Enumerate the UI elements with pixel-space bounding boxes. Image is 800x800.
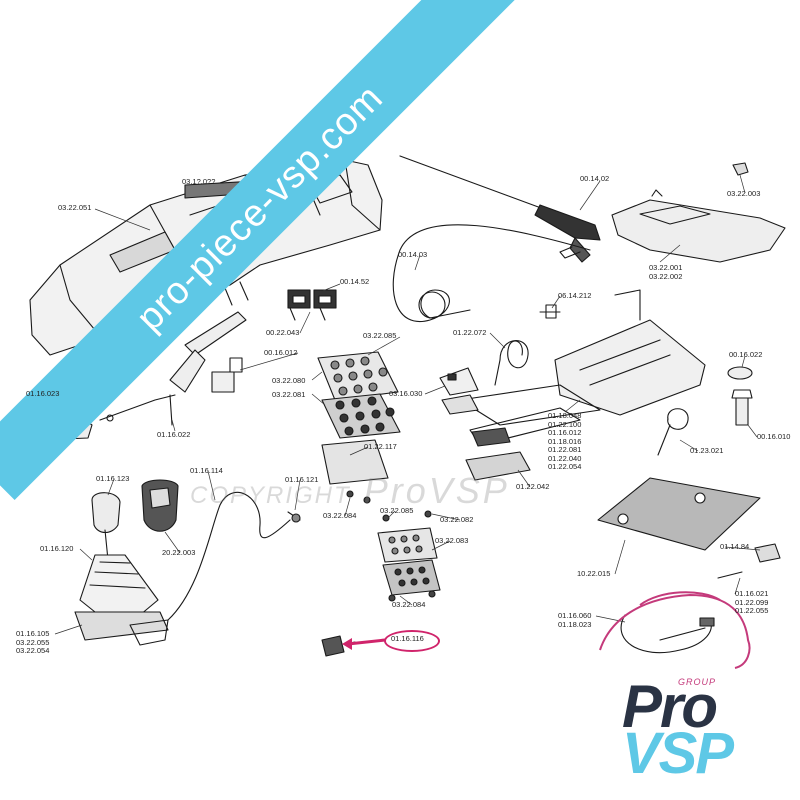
screw-3 [382, 514, 390, 522]
logo-group-text: GROUP [678, 677, 717, 687]
small-switch [211, 357, 243, 393]
gear-knob [141, 479, 179, 532]
part-label-l27: 03.22.085 [380, 506, 414, 515]
part-label-l23: 01.16.123 [96, 474, 130, 483]
part-label-l38: 01.16.105 03.22.055 03.22.054 [16, 629, 50, 655]
part-label-l1: 03.22.051 [58, 203, 92, 212]
part-label-l24: 01.16.114 [190, 466, 223, 475]
part-label-l29: 03.22.082 [440, 515, 474, 524]
floor-mat [597, 477, 761, 551]
part-label-l9: 00.22.043 [266, 328, 300, 337]
part-label-l4: 03.22.003 [727, 189, 761, 198]
bolt-part [539, 304, 561, 319]
part-label-l15: 03.22.081 [272, 390, 306, 399]
part-label-l35: 01.16.021 01.22.099 01.22.055 [735, 589, 769, 615]
part-label-l10: 03.22.085 [363, 331, 397, 340]
part-label-l32: 03.22.083 [435, 536, 469, 545]
screw-2 [363, 496, 371, 504]
logo-vsp-text: VSP [622, 721, 734, 786]
part-label-l6: 00.14.52 [340, 277, 370, 286]
part-label-l22: 01.23.021 [690, 446, 724, 455]
part-label-l37: 01.16.060 01.18.023 [558, 611, 592, 629]
part-label-l21: 01.22.117 [364, 442, 397, 451]
part-label-l13: 00.16.022 [729, 350, 763, 359]
lower-pedal-pad [377, 527, 441, 596]
screw-5 [388, 594, 396, 602]
part-label-l34: 10.22.015 [577, 569, 611, 578]
part-label-l12: 00.16.012 [264, 348, 298, 357]
part-label-l36: 03.22.084 [392, 600, 426, 609]
sensor-switch [731, 389, 753, 426]
part-label-l19: 00.16.010 [757, 432, 791, 441]
small-pedal [439, 367, 479, 396]
car-outline-logo [599, 591, 751, 669]
watermark-copyright: COPYRIGHT [190, 482, 351, 509]
visor-clip [732, 162, 749, 176]
part-label-l17: 03.16.030 [389, 389, 423, 398]
antenna-cable [392, 224, 591, 323]
watermark-brand: ProVSP [363, 470, 510, 511]
part-label-l11: 01.22.072 [453, 328, 487, 337]
fork-clevis [717, 543, 781, 579]
cable-loop [418, 291, 446, 319]
part-label-l25: 01.16.121 [285, 475, 319, 484]
leader-lines [45, 174, 761, 635]
part-label-l18: 01.18.048 01.22.100 01.16.012 01.18.016 … [548, 411, 582, 471]
part-label-l33: 01.14.84 [720, 542, 750, 551]
sun-visor [611, 189, 786, 263]
part-label-l30: 01.16.120 [40, 544, 74, 553]
clutch-cable [620, 614, 715, 654]
screw-6 [428, 590, 436, 598]
pedal-rubber [321, 393, 401, 439]
part-label-l2: 03.1?.0?? [182, 177, 216, 186]
part-label-l3: 00.14.02 [580, 174, 610, 183]
pedal-pad-top [317, 351, 399, 401]
right-spring [657, 408, 689, 456]
part-label-l28: 03.22.084 [323, 511, 357, 520]
part-label-l8: 03.22.001 03.22.002 [649, 263, 683, 281]
antenna [399, 155, 601, 263]
brake-pedal [441, 394, 511, 447]
screw-4 [424, 510, 432, 518]
screw-1 [346, 490, 354, 498]
part-label-l20: 01.16.022 [157, 430, 191, 439]
part-label-l16: 01.16.023 [26, 389, 60, 398]
highlight-ring [384, 630, 440, 652]
copyright-watermark: COPYRIGHT ProVSP [190, 470, 510, 512]
handbrake-lever [99, 311, 247, 426]
gear-shifter [74, 492, 169, 646]
part-label-l5: 00.14.03 [398, 250, 428, 259]
part-label-l7: 06.14.212 [558, 291, 592, 300]
grommet [727, 366, 753, 380]
part-label-l31: 20.22.003 [162, 548, 196, 557]
return-spring [494, 340, 529, 386]
logo-pro-text: Pro [622, 673, 718, 740]
part-label-l26: 01.22.042 [516, 482, 550, 491]
window-switches [287, 289, 337, 321]
highlight-arrow [347, 638, 386, 646]
pedal-plate [321, 439, 389, 485]
gear-cable [167, 492, 291, 621]
clutch-pedal [465, 451, 531, 481]
part-label-l14: 03.22.080 [272, 376, 306, 385]
